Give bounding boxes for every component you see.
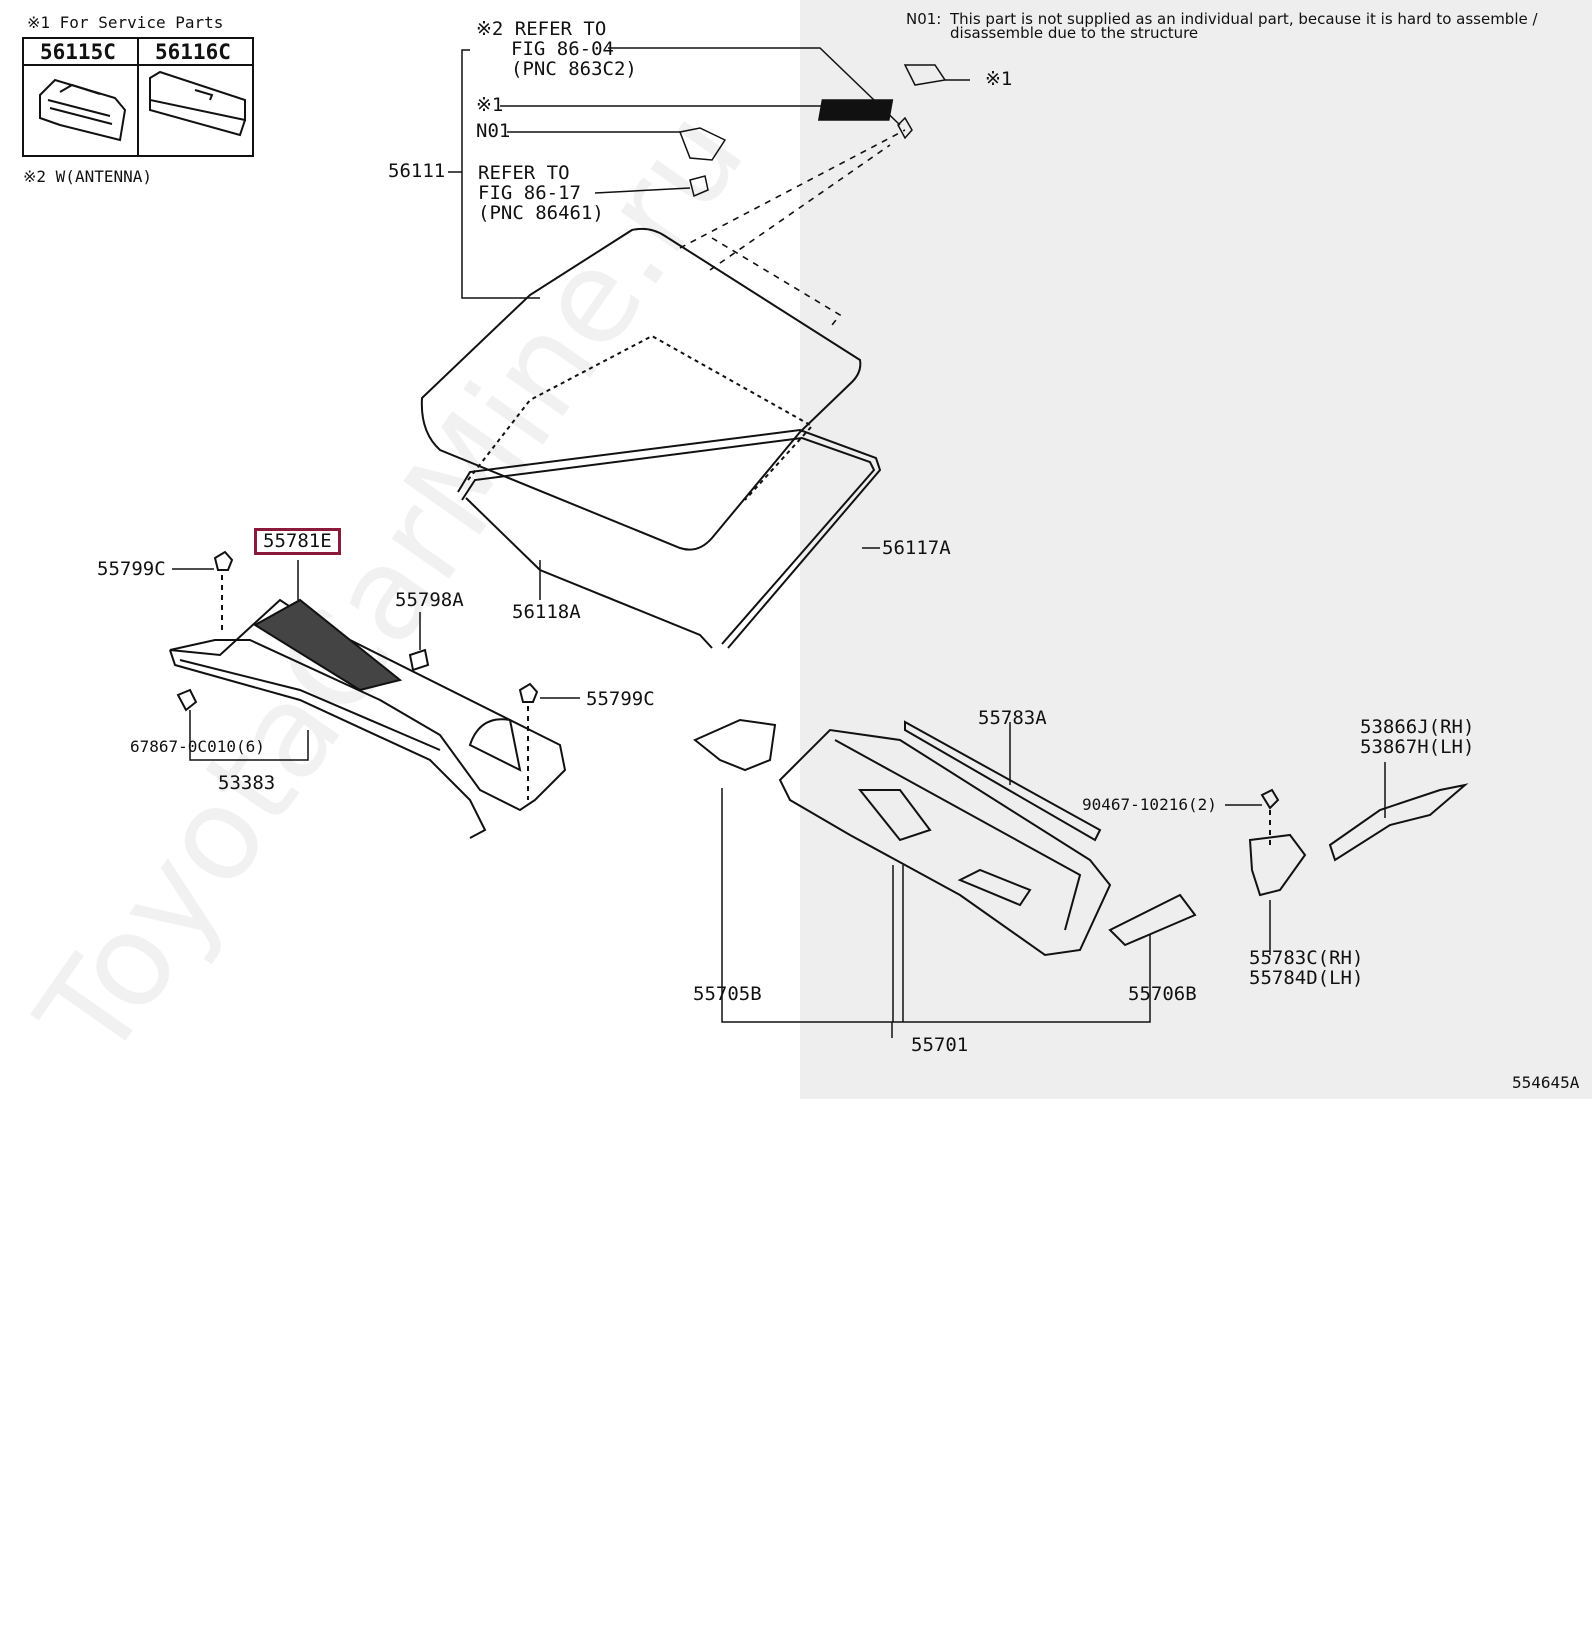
cowl-top-ventilator xyxy=(169,598,567,839)
refer-86-17-line2[interactable]: FIG 86-17 xyxy=(478,182,581,204)
part-55783c[interactable]: 55783C(RH) xyxy=(1249,947,1364,969)
part-55799c-right[interactable]: 55799C xyxy=(586,688,655,710)
part-56117a[interactable]: 56117A xyxy=(882,537,951,559)
service-parts-title: ※1 For Service Parts xyxy=(27,13,224,32)
part-55706b[interactable]: 55706B xyxy=(1128,983,1197,1005)
windshield-moldings xyxy=(457,428,882,649)
part-55705b[interactable]: 55705B xyxy=(693,983,762,1005)
part-55783a[interactable]: 55783A xyxy=(978,707,1047,729)
clips-left xyxy=(172,550,580,800)
part-55784d[interactable]: 55784D(LH) xyxy=(1249,967,1364,989)
refer-86-17-line1[interactable]: REFER TO xyxy=(478,162,570,184)
refer-86-04-line2[interactable]: FIG 86-04 xyxy=(511,38,614,60)
leader-lines-top xyxy=(448,47,970,299)
cowl-panel xyxy=(539,547,1469,1038)
figure-id: 554645A xyxy=(1512,1073,1580,1092)
part-n01[interactable]: N01 xyxy=(476,120,511,142)
part-55701[interactable]: 55701 xyxy=(911,1034,969,1056)
service-parts-box xyxy=(22,37,254,157)
part-53867h[interactable]: 53867H(LH) xyxy=(1360,736,1475,758)
mark1-left: ※1 xyxy=(476,94,504,116)
parts-diagram xyxy=(22,37,1469,1038)
mark1-right: ※1 xyxy=(985,68,1013,90)
part-55798a[interactable]: 55798A xyxy=(395,589,464,611)
part-55799c-left[interactable]: 55799C xyxy=(97,558,166,580)
n01-note-line2: disassemble due to the structure xyxy=(950,24,1199,42)
service-part-b[interactable]: 56116C xyxy=(155,40,231,64)
service-parts-footnote: ※2 W(ANTENNA) xyxy=(23,167,152,186)
windshield-glass xyxy=(420,129,906,551)
part-67867[interactable]: 67867-0C010(6) xyxy=(130,737,265,756)
service-part-a[interactable]: 56115C xyxy=(40,40,116,64)
part-90467[interactable]: 90467-10216(2) xyxy=(1082,795,1217,814)
part-56111[interactable]: 56111 xyxy=(388,160,446,182)
refer-86-17-line3[interactable]: (PNC 86461) xyxy=(478,202,604,224)
part-56118a[interactable]: 56118A xyxy=(512,601,581,623)
part-53866j[interactable]: 53866J(RH) xyxy=(1360,716,1475,738)
part-53383[interactable]: 53383 xyxy=(218,772,276,794)
n01-note-line1: This part is not supplied as an individu… xyxy=(950,10,1538,28)
n01-note-prefix: N01: xyxy=(906,10,942,28)
refer-86-04-line1[interactable]: ※2 REFER TO xyxy=(476,18,607,40)
shaded-panel xyxy=(800,0,1592,1099)
part-55781e-highlighted[interactable]: 55781E xyxy=(254,528,341,555)
refer-86-04-line3[interactable]: (PNC 863C2) xyxy=(511,58,637,80)
